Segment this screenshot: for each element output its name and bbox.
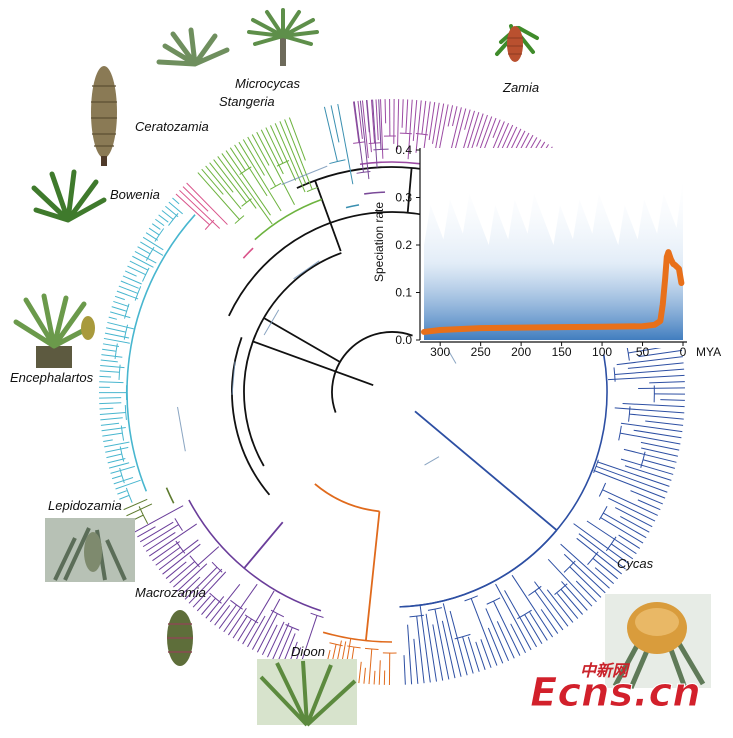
y-tick-label: 0.1 — [395, 286, 412, 300]
phylogenetic-tree — [98, 99, 685, 685]
ecns-watermark: 中新网 Ecns.cn — [530, 661, 702, 717]
label-encephalartos: Encephalartos — [10, 370, 94, 385]
label-zamia: Zamia — [502, 80, 539, 95]
x-tick-label: 150 — [552, 345, 572, 359]
stangeria-plant-picture — [156, 27, 230, 67]
macrozamia-cone-picture — [167, 610, 193, 666]
speciation-rate-inset: 0.0 0.1 0.2 0.3 0.4 Speciation rate 300 250 20… — [372, 143, 721, 359]
label-ceratozamia: Ceratozamia — [135, 119, 209, 134]
label-dioon: Dioon — [291, 644, 325, 659]
label-cycas: Cycas — [617, 556, 654, 571]
x-tick-label: 100 — [592, 345, 612, 359]
y-tick-label: 0.4 — [395, 143, 412, 157]
y-axis-label: Speciation rate — [372, 202, 386, 282]
x-tick-label: 50 — [636, 345, 650, 359]
microcycas-plant-picture — [247, 8, 319, 66]
bowenia-plant-picture — [31, 169, 107, 223]
rate-uncertainty-band — [424, 169, 683, 340]
watermark-latin: Ecns.cn — [530, 670, 701, 716]
inset-y-axis: 0.0 0.1 0.2 0.3 0.4 Speciation rate — [372, 143, 421, 347]
x-tick-label: 300 — [430, 345, 450, 359]
label-macrozamia: Macrozamia — [135, 585, 206, 600]
x-tick-label: 0 — [680, 345, 687, 359]
inset-x-axis: 300 250 200 150 100 50 0 MYA — [420, 341, 721, 359]
label-microcycas: Microcycas — [235, 76, 301, 91]
x-axis-unit-label: MYA — [696, 345, 721, 359]
label-lepidozamia: Lepidozamia — [48, 498, 122, 513]
dioon-plant-picture — [257, 659, 357, 727]
x-tick-label: 250 — [471, 345, 491, 359]
plant-illustrations — [13, 8, 711, 727]
x-tick-label: 200 — [511, 345, 531, 359]
watermark-chinese: 中新网 — [580, 661, 631, 680]
label-bowenia: Bowenia — [110, 187, 160, 202]
cycas-plant-picture — [605, 594, 711, 689]
rate-band-area — [424, 169, 683, 340]
zamia-plant-picture — [495, 24, 539, 62]
y-tick-label: 0.2 — [395, 238, 412, 252]
genus-labels: Zamia Microcycas Stangeria Ceratozamia B… — [10, 76, 654, 659]
label-stangeria: Stangeria — [219, 94, 275, 109]
lepidozamia-plant-picture — [45, 518, 135, 582]
ceratozamia-cone-picture — [91, 66, 117, 166]
y-tick-label: 0.3 — [395, 191, 412, 205]
speciation-rate-line — [421, 249, 685, 335]
encephalartos-plant-picture — [13, 293, 95, 368]
y-tick-label: 0.0 — [395, 333, 412, 347]
